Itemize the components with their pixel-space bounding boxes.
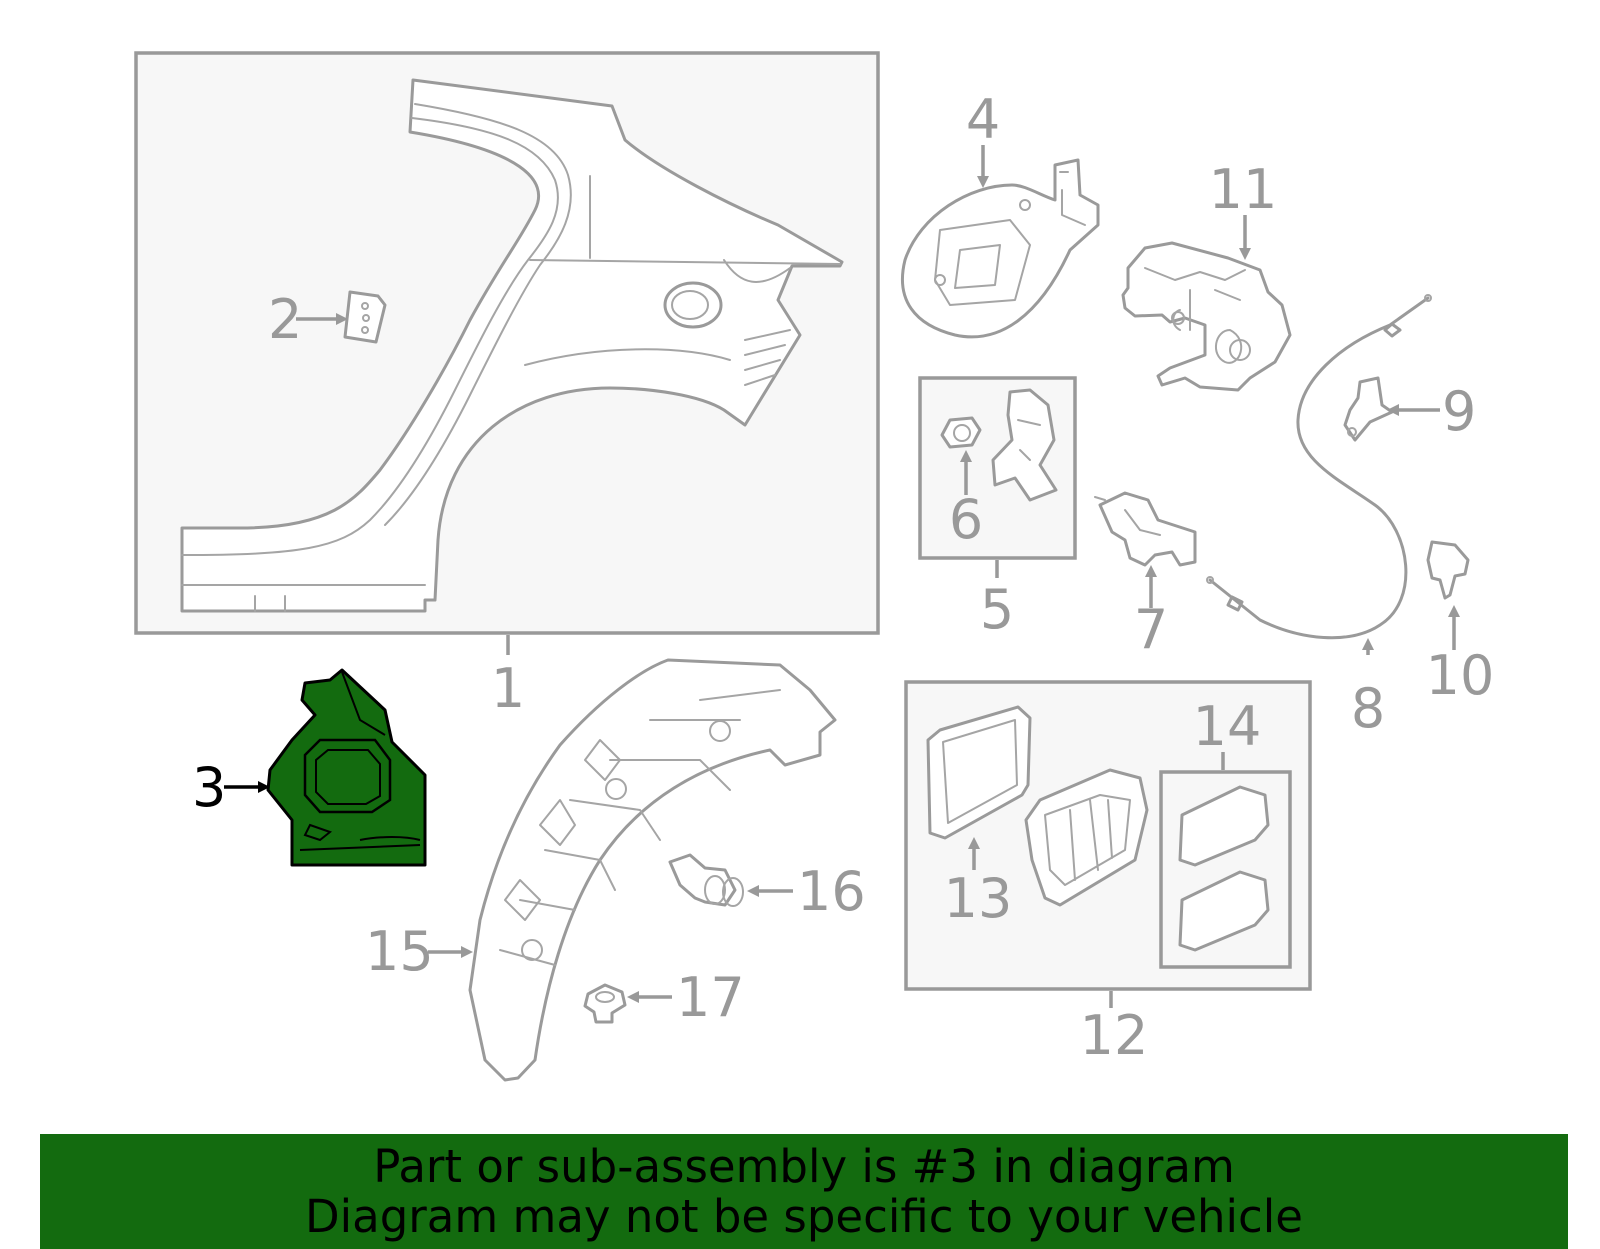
box-5-group <box>918 376 1077 560</box>
seal-upper-part-14[interactable] <box>1178 785 1270 867</box>
housing-in-box-12[interactable] <box>1024 768 1149 907</box>
callout-15[interactable]: 15 <box>365 920 434 983</box>
quarter-panel-outline[interactable] <box>180 78 844 613</box>
callout-17[interactable]: 17 <box>676 966 745 1029</box>
actuator-part-7[interactable] <box>1094 491 1197 567</box>
callout-1[interactable]: 1 <box>491 657 525 720</box>
callout-3[interactable]: 3 <box>192 756 226 819</box>
banner-line-part-number: Part or sub-assembly is #3 in diagram <box>373 1139 1235 1193</box>
info-banner: Part or sub-assembly is #3 in diagram Di… <box>40 1134 1568 1249</box>
callout-4[interactable]: 4 <box>966 88 1000 151</box>
fuel-door-housing-part-4[interactable] <box>900 158 1100 339</box>
callout-8[interactable]: 8 <box>1351 677 1385 740</box>
callout-2[interactable]: 2 <box>268 288 302 351</box>
push-clip-part-16[interactable] <box>668 853 744 907</box>
quarter-panel-group <box>134 51 880 635</box>
callout-labels: 1 2 3 4 5 6 7 8 9 10 11 12 13 14 15 16 1… <box>192 88 1494 1067</box>
callout-5[interactable]: 5 <box>980 578 1014 641</box>
callout-10[interactable]: 10 <box>1426 644 1495 707</box>
lock-assembly-part-11[interactable] <box>1121 241 1292 392</box>
callout-7[interactable]: 7 <box>1134 598 1168 661</box>
bracket-in-box-5[interactable] <box>991 388 1058 502</box>
bracket-part-2[interactable] <box>343 290 387 344</box>
nut-part-17[interactable] <box>583 983 627 1024</box>
callout-6[interactable]: 6 <box>949 488 983 551</box>
wheelhouse-liner-part-15[interactable] <box>468 658 837 1082</box>
leader-lines <box>224 145 1460 1008</box>
callout-11[interactable]: 11 <box>1209 158 1278 221</box>
callout-16[interactable]: 16 <box>797 860 866 923</box>
callout-9[interactable]: 9 <box>1442 380 1476 443</box>
seal-lower-part-14[interactable] <box>1178 870 1270 952</box>
fuel-door-opening <box>663 281 723 329</box>
clip-part-9[interactable] <box>1343 376 1394 442</box>
part-3-shape[interactable] <box>266 668 427 867</box>
highlighted-part-3[interactable] <box>266 668 427 867</box>
cable-part-8[interactable] <box>1206 294 1432 640</box>
callout-13[interactable]: 13 <box>944 867 1013 930</box>
clip-part-6[interactable] <box>940 416 982 449</box>
retainer-part-10[interactable] <box>1426 540 1470 600</box>
banner-line-disclaimer: Diagram may not be specific to your vehi… <box>305 1189 1303 1243</box>
callout-12[interactable]: 12 <box>1080 1004 1149 1067</box>
box-14-group <box>1159 770 1292 969</box>
callout-14[interactable]: 14 <box>1193 695 1262 758</box>
